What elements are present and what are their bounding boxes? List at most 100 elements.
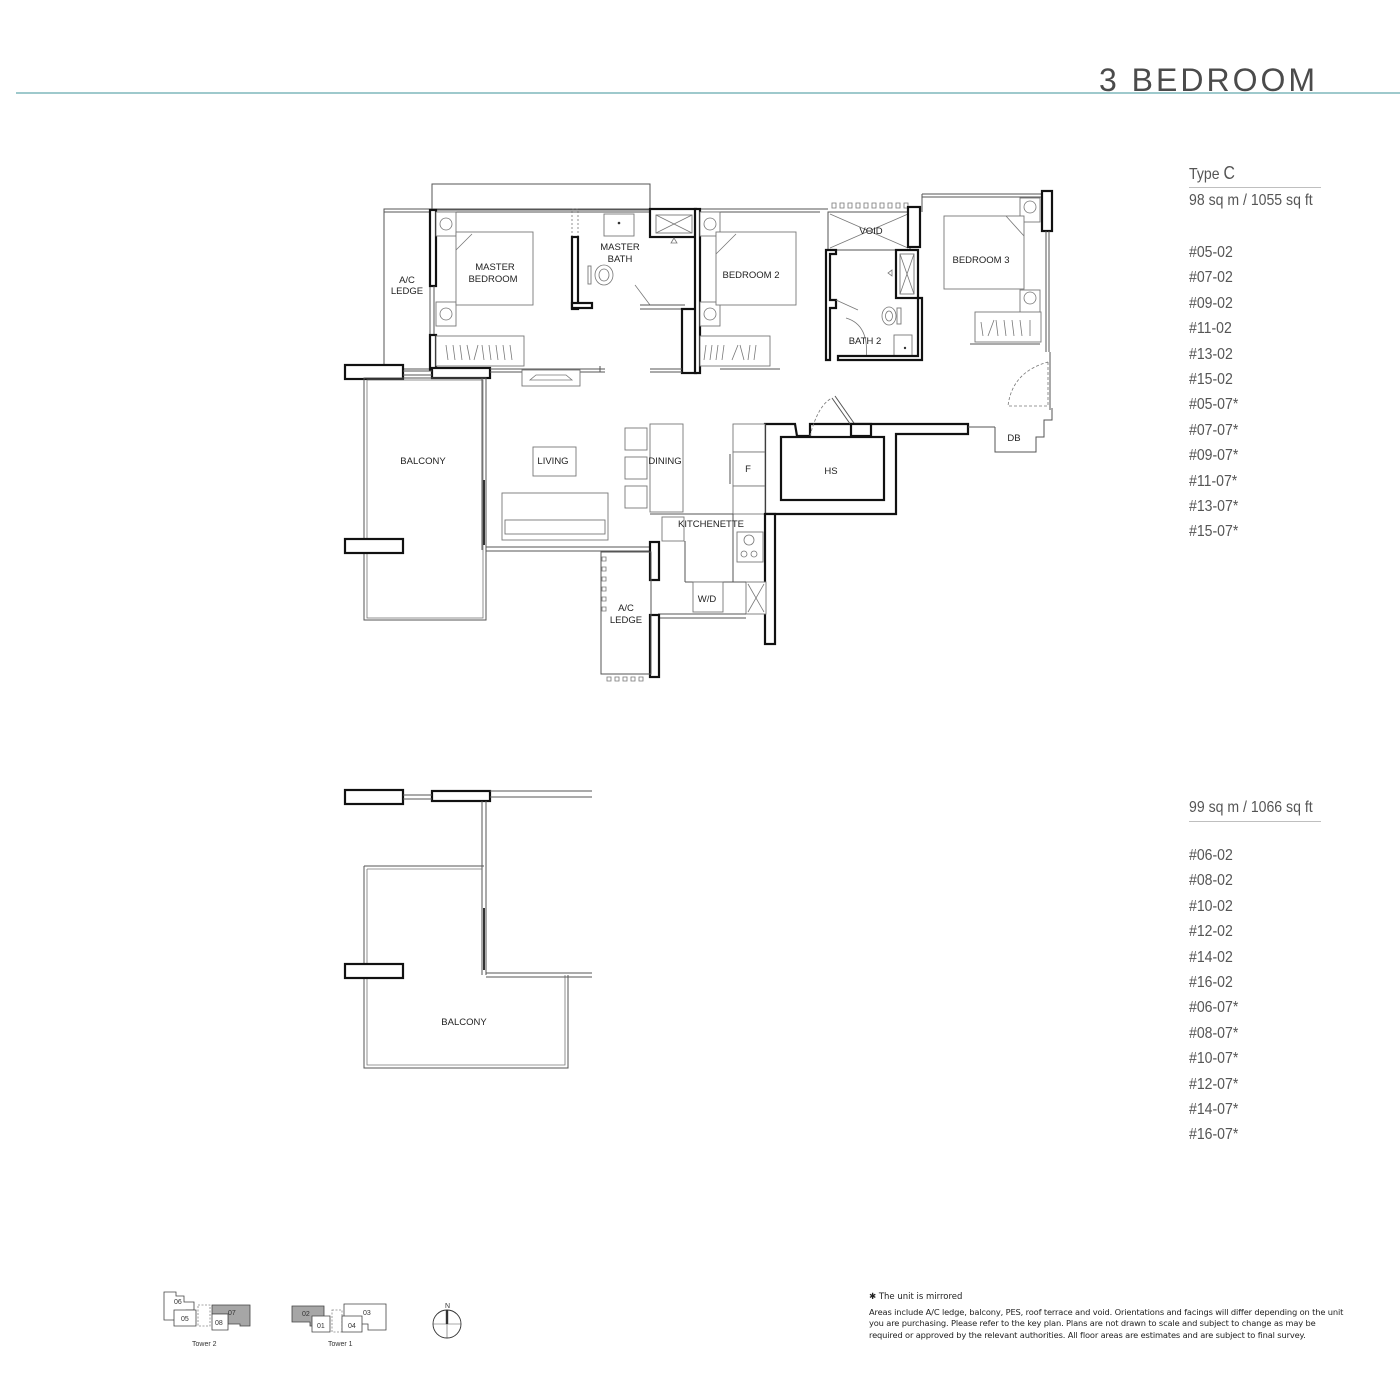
label-balcony-b: BALCONY: [441, 1017, 487, 1028]
planter-outline: [431, 183, 651, 211]
svg-text:LEDGE: LEDGE: [610, 615, 642, 626]
label-ac-ledge-1: A/C: [399, 275, 415, 286]
ac-ledge-1: [383, 208, 431, 370]
floor-plan-b: BALCONY: [343, 788, 592, 1069]
bed: [715, 231, 797, 306]
svg-text:01: 01: [317, 1323, 325, 1330]
label-bath-2: BATH 2: [849, 336, 882, 347]
label-balcony: BALCONY: [400, 456, 446, 467]
floor-plan-drawing: A/C LEDGE MASTER BEDROOM MASTER BATH BED…: [343, 183, 1054, 1069]
tower-2-label: Tower 2: [192, 1341, 217, 1348]
tower-1-label: Tower 1: [328, 1341, 353, 1348]
label-kitchenette: KITCHENETTE: [678, 519, 744, 530]
balcony-area: [363, 377, 487, 621]
unit-01-outline: [311, 1315, 331, 1333]
unit-number: #08-02: [1189, 872, 1233, 890]
svg-text:BATH: BATH: [608, 254, 633, 265]
hob: [736, 531, 764, 563]
page-title: 3 BEDROOM: [1098, 62, 1318, 98]
svg-text:06: 06: [174, 1299, 182, 1306]
unit-05-outline: [173, 1309, 197, 1327]
unit-number: #15-02: [1189, 370, 1233, 388]
dining-table: [649, 423, 684, 513]
label-ac-ledge-2: A/C: [618, 603, 634, 614]
bed: [943, 215, 1025, 290]
washer-dryer: [692, 581, 724, 613]
unit-number: #08-07*: [1189, 1024, 1239, 1042]
unit-number: #10-07*: [1189, 1050, 1239, 1068]
unit-number: #15-07*: [1189, 523, 1239, 541]
label-fridge: F: [745, 464, 751, 475]
tower-1: 02 01 03 04 Tower 1: [291, 1303, 387, 1348]
label-master-bedroom: MASTER: [475, 262, 515, 273]
svg-text:03: 03: [363, 1310, 371, 1317]
compass-north-label: N: [445, 1303, 450, 1310]
column: [343, 363, 405, 381]
unit-number: #10-02: [1189, 897, 1233, 915]
svg-text:02: 02: [302, 1311, 310, 1318]
bed: [455, 231, 534, 306]
notes: ✱ The unit is mirrored Areas include A/C…: [869, 1291, 1349, 1341]
key-plan: 06 05 07 08 Tower 2 02 01 03 04 Tower 1 …: [163, 1291, 462, 1348]
label-db: DB: [1007, 433, 1020, 444]
unit-number: #06-02: [1189, 847, 1233, 864]
unit-number: #07-07*: [1189, 421, 1239, 439]
variant-a-area: 98 sq m / 1055 sq ft: [1189, 192, 1313, 209]
unit-number: #16-07*: [1189, 1126, 1239, 1144]
svg-text:08: 08: [215, 1320, 223, 1327]
unit-04-outline: [341, 1315, 363, 1333]
label-wd: W/D: [698, 594, 717, 605]
label-bedroom-2: BEDROOM 2: [722, 270, 779, 281]
compass: N: [432, 1303, 462, 1339]
disclaimer: Areas include A/C ledge, balcony, PES, r…: [869, 1307, 1344, 1340]
north-arrow-icon: [445, 1310, 449, 1324]
svg-text:BEDROOM: BEDROOM: [468, 274, 517, 285]
svg-text:05: 05: [181, 1316, 189, 1323]
unit-number: #09-07*: [1189, 447, 1239, 465]
variant-b-unit-list: #06-02 #08-02 #10-02 #12-02 #14-02 #16-0…: [1189, 843, 1321, 1148]
label-hs: HS: [824, 466, 837, 477]
wardrobe: [974, 311, 1042, 343]
unit-number: #16-02: [1189, 973, 1233, 991]
variant-b-area: 99 sq m / 1066 sq ft: [1189, 797, 1321, 822]
svg-text:LEDGE: LEDGE: [391, 286, 423, 297]
unit-number: #14-07*: [1189, 1100, 1239, 1118]
unit-number: #05-07*: [1189, 396, 1239, 414]
ac-ledge-2: [600, 551, 652, 675]
header-rule: [16, 92, 1400, 94]
unit-number: #13-07*: [1189, 497, 1239, 515]
wardrobe: [699, 335, 771, 367]
unit-number: #14-02: [1189, 948, 1233, 966]
unit-number: #11-02: [1189, 320, 1232, 338]
wardrobe: [435, 335, 525, 367]
column: [343, 537, 405, 555]
unit-number: #07-02: [1189, 269, 1233, 287]
column: [430, 366, 492, 380]
column: [343, 962, 405, 980]
tower-2: 06 05 07 08 Tower 2: [163, 1291, 251, 1348]
label-void: VOID: [859, 226, 882, 237]
label-dining: DINING: [648, 456, 681, 467]
svg-text:04: 04: [348, 1323, 356, 1330]
mirrored-note: ✱ The unit is mirrored: [869, 1292, 963, 1302]
variant-a-unit-list: #05-02 #07-02 #09-02 #11-02 #13-02 #15-0…: [1189, 240, 1321, 545]
household-shelter: [779, 435, 886, 502]
unit-number: #05-02: [1189, 244, 1233, 261]
label-master-bath: MASTER: [600, 242, 640, 253]
unit-08-outline: [211, 1313, 229, 1331]
column: [430, 789, 492, 803]
unit-number: #09-02: [1189, 294, 1233, 312]
variant-a-info: Type C 98 sq m / 1055 sq ft #05-02 #07-0…: [1189, 162, 1321, 545]
unit-number: #13-02: [1189, 345, 1233, 363]
floor-plan-a: A/C LEDGE MASTER BEDROOM MASTER BATH BED…: [343, 183, 1054, 682]
column: [343, 788, 405, 806]
variant-b-info: 99 sq m / 1066 sq ft #06-02 #08-02 #10-0…: [1189, 795, 1321, 1148]
label-living: LIVING: [537, 456, 568, 467]
unit-number: #12-02: [1189, 923, 1233, 941]
coffee-table: [532, 446, 577, 477]
unit-number: #12-07*: [1189, 1075, 1239, 1093]
unit-type-label: Type C: [1189, 162, 1321, 188]
label-bedroom-3: BEDROOM 3: [952, 255, 1009, 266]
unit-number: #06-07*: [1189, 999, 1239, 1017]
unit-number: #11-07*: [1189, 472, 1238, 490]
